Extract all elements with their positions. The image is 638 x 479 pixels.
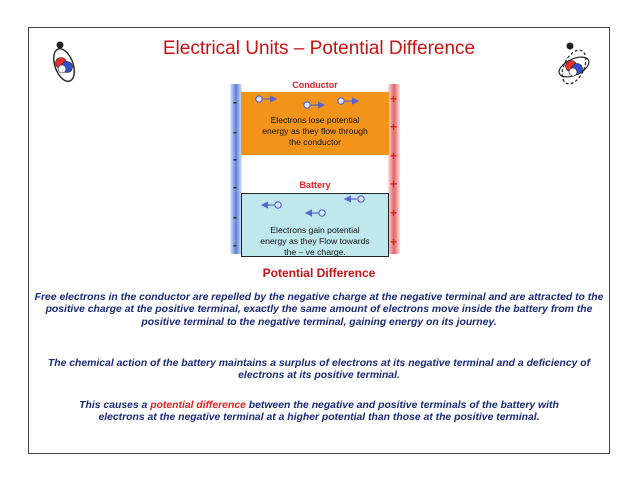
positive-sign: + (390, 206, 398, 220)
negative-sign: - (233, 125, 237, 139)
atom-icon (558, 42, 590, 85)
conductor-description: Electrons lose potential energy as they … (262, 115, 368, 147)
negative-sign: - (233, 238, 237, 252)
positive-sign: + (390, 177, 398, 191)
electron-icon (337, 97, 360, 105)
paragraph-potential-difference: This causes a potential difference betwe… (79, 400, 559, 424)
negative-terminal-bar (230, 84, 242, 254)
battery-description: Electrons gain potential energy as they … (260, 225, 370, 257)
negative-sign: - (233, 95, 237, 109)
negative-sign: - (233, 210, 237, 224)
positive-sign: + (390, 235, 398, 249)
electron-icon (260, 201, 282, 209)
positive-sign: + (390, 120, 398, 134)
battery-label: Battery (299, 180, 331, 190)
section-heading: Potential Difference (262, 266, 376, 280)
paragraph-chemical-action: The chemical action of the battery maint… (47, 358, 591, 382)
negative-sign: - (233, 152, 237, 166)
conductor-box: Electrons lose potential energy as they … (241, 92, 389, 155)
atom-icon (53, 41, 75, 82)
slide-title: Electrical Units – Potential Difference (162, 38, 476, 59)
highlight-term: potential difference (150, 400, 246, 411)
negative-sign: - (233, 180, 237, 194)
positive-sign: + (390, 149, 398, 163)
electron-icon (304, 209, 326, 217)
electron-icon (255, 95, 278, 103)
positive-terminal-bar (388, 84, 400, 254)
positive-sign: + (390, 92, 398, 106)
conductor-label: Conductor (292, 80, 338, 90)
electron-icon (343, 195, 365, 203)
paragraph-repulsion: Free electrons in the conductor are repe… (34, 292, 604, 328)
electron-icon (303, 101, 326, 109)
